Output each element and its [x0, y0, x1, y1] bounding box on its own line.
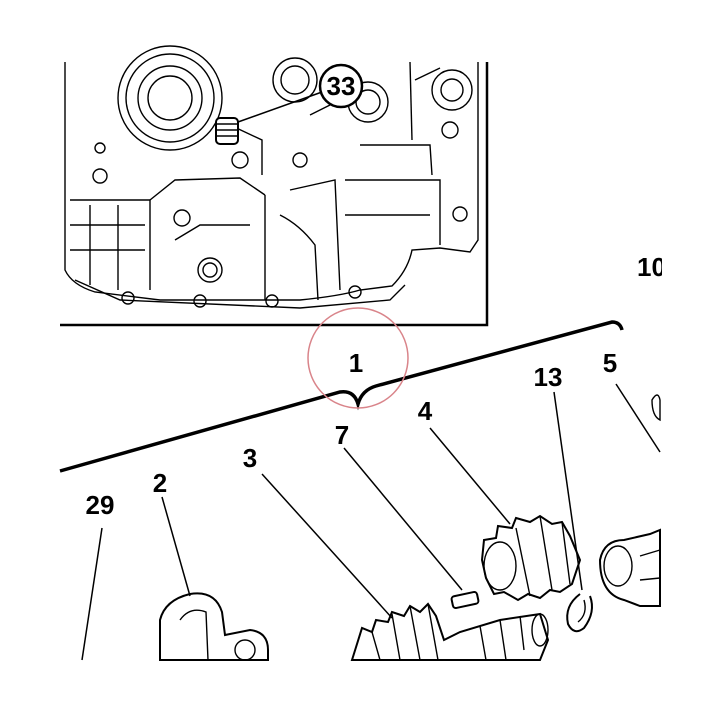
- part-7-key: [450, 590, 480, 610]
- callout-5-label: 5: [603, 348, 617, 378]
- callout-1-label: 1: [349, 348, 363, 378]
- flange-bolt-holes: [92, 142, 468, 308]
- housing-outline: [64, 62, 479, 301]
- callout-29-label: 29: [86, 490, 115, 520]
- callout-2-label: 2: [153, 468, 167, 498]
- part-2-bracket: [159, 592, 269, 661]
- callout-4-label: 4: [418, 396, 433, 426]
- callout-13-label: 13: [534, 362, 563, 392]
- drain-plug: [215, 117, 239, 145]
- part-3-gear-shaft: [350, 602, 550, 661]
- bearing-bore-large: [117, 45, 223, 151]
- part-4-gear: [480, 514, 582, 602]
- part-5-selector: [598, 394, 661, 607]
- bottom-crop-mask: [0, 662, 720, 720]
- highlight-circle: [307, 307, 409, 409]
- housing-ribs: [70, 61, 441, 301]
- right-crop-mask: [662, 0, 720, 720]
- part-13-circlip: [566, 593, 593, 633]
- inset-frame: [60, 62, 489, 327]
- callout-33-label: 33: [327, 71, 356, 101]
- callout-bubble-33: [318, 63, 364, 109]
- assembly-bracket: [59, 320, 624, 473]
- housing-inset: 33: [60, 45, 489, 327]
- callout-3-label: 3: [243, 443, 257, 473]
- callout-10-partial-label: 10: [637, 252, 666, 282]
- callout-7-label: 7: [335, 420, 349, 450]
